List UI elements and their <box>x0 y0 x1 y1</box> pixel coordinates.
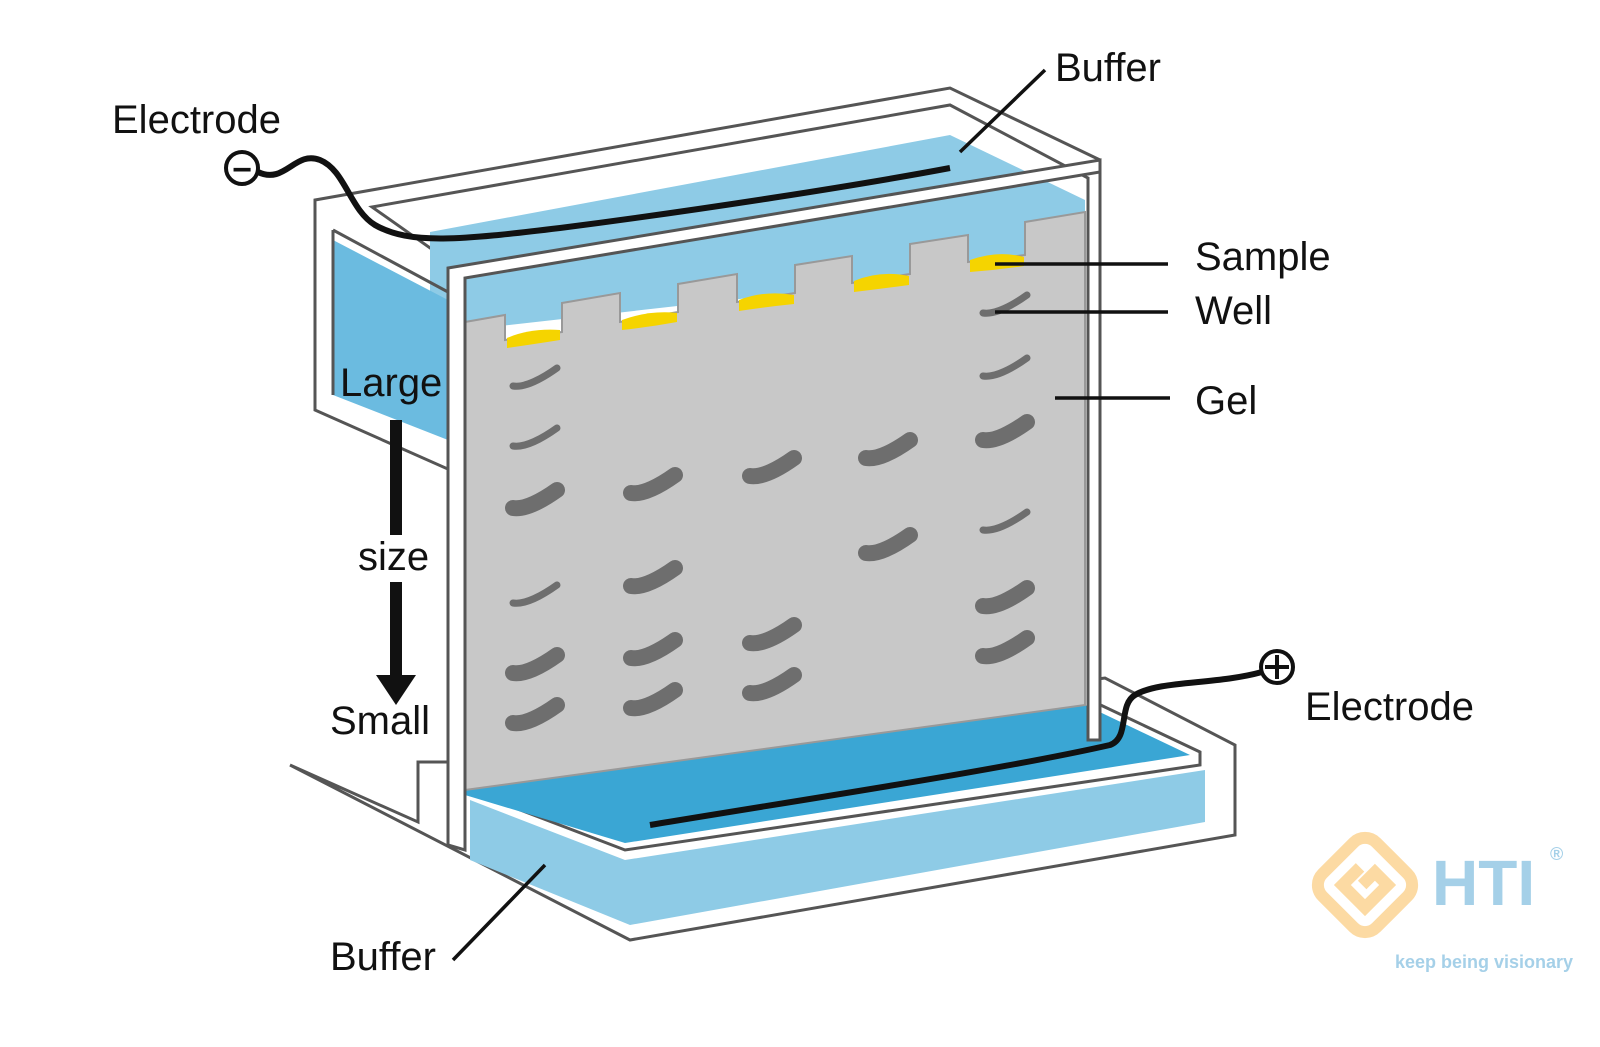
band-lane5-5 <box>975 580 1035 615</box>
band-lane5-3 <box>975 414 1035 449</box>
buffer-top-leader <box>958 68 1047 154</box>
band-lane3-2 <box>742 617 802 652</box>
negative-electrode-wire <box>256 155 951 242</box>
hti-logo: HTI ® keep being visionary <box>1311 831 1573 972</box>
band-lane3-3 <box>742 667 802 702</box>
band-lane1-1 <box>509 364 561 390</box>
positive-electrode-wire <box>649 669 1263 828</box>
band-lane3-1 <box>742 450 802 485</box>
buffer-bottom-leader <box>451 863 547 962</box>
band-lane4-1 <box>858 432 918 467</box>
band-lane1-2 <box>509 424 561 450</box>
sample-4 <box>854 273 909 292</box>
band-lane1-5 <box>505 647 565 682</box>
buffer-bottom-dark <box>465 705 1190 843</box>
band-lane5-2 <box>979 354 1031 380</box>
logo-registered: ® <box>1550 844 1563 864</box>
gel-label: Gel <box>1195 379 1257 423</box>
minus-electrode-icon: − <box>224 150 260 189</box>
band-lane2-2 <box>623 560 683 595</box>
buffer-side <box>333 240 448 440</box>
sample-3 <box>739 293 794 311</box>
band-lane2-4 <box>623 682 683 717</box>
electrode-negative-label: Electrode <box>112 98 281 142</box>
band-lane4-2 <box>858 527 918 562</box>
buffer-bottom-label: Buffer <box>330 935 436 979</box>
band-lane5-1 <box>979 291 1031 317</box>
size-arrow <box>376 420 416 705</box>
band-lane2-1 <box>623 467 683 502</box>
logo-tagline: keep being visionary <box>1395 952 1573 972</box>
well-label: Well <box>1195 289 1272 333</box>
buffer-top-label: Buffer <box>1055 46 1161 90</box>
gel-slab <box>464 210 1086 792</box>
band-lane1-4 <box>509 581 561 607</box>
band-lane2-3 <box>623 632 683 667</box>
upper-tank <box>313 86 1102 742</box>
large-label: Large <box>340 361 442 405</box>
buffer-bottom-fill <box>470 770 1205 925</box>
logo-emblem-icon <box>1311 831 1419 939</box>
buffer-top-fill <box>430 135 1085 330</box>
sample-label: Sample <box>1195 235 1331 279</box>
leader-lines <box>451 68 1170 962</box>
band-lane1-6 <box>505 697 565 732</box>
size-label: size <box>358 535 429 579</box>
small-label: Small <box>330 699 430 743</box>
band-lane1-3 <box>505 482 565 517</box>
electrode-positive-label: Electrode <box>1305 685 1474 729</box>
band-lane5-6 <box>975 630 1035 665</box>
band-lane5-4 <box>979 508 1031 534</box>
dna-bands <box>505 291 1035 732</box>
logo-brand: HTI <box>1432 847 1535 919</box>
front-plate <box>446 158 1102 853</box>
plus-electrode-icon <box>1259 649 1295 685</box>
sample-1 <box>507 329 560 348</box>
sample-2 <box>622 312 677 330</box>
bottom-tray <box>289 676 1237 942</box>
minus-sign: − <box>232 151 252 189</box>
